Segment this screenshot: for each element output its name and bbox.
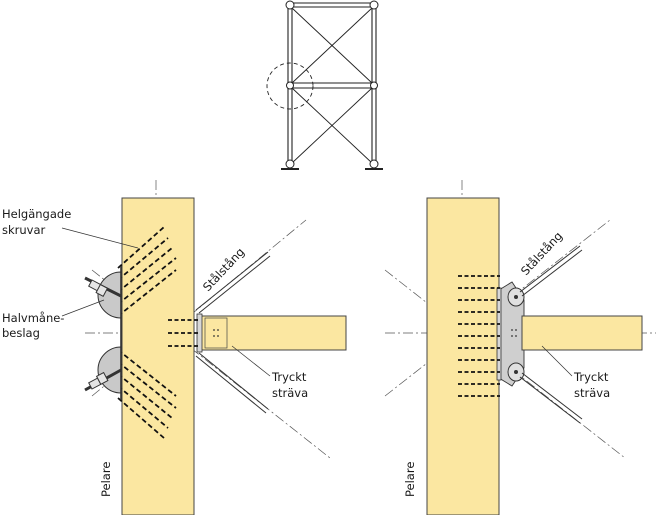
strut-left-label-2: sträva xyxy=(272,386,308,400)
right-detail xyxy=(384,180,656,515)
strut-left-label-1: Tryckt xyxy=(271,370,307,384)
threaded-screws-label-1: Helgängade xyxy=(2,207,71,221)
strut-right xyxy=(521,315,643,351)
column-right-label: Pelare xyxy=(403,462,417,497)
frame-overview xyxy=(266,0,383,170)
half-moon-label-2: beslag xyxy=(2,326,40,340)
strut-left xyxy=(199,315,347,351)
half-moon-label-1: Halvmåne- xyxy=(2,311,64,325)
column-right xyxy=(426,197,500,515)
threaded-screws-label-2: skruvar xyxy=(2,223,46,237)
steel-rod-right-label: Stålstång xyxy=(518,229,565,278)
steel-rod-left-label: Stålstång xyxy=(200,245,247,294)
column-left-label: Pelare xyxy=(99,462,113,497)
left-detail xyxy=(61,180,347,515)
strut-right-label-1: Tryckt xyxy=(573,370,609,384)
column-left xyxy=(121,197,195,515)
strut-right-label-2: sträva xyxy=(574,386,610,400)
